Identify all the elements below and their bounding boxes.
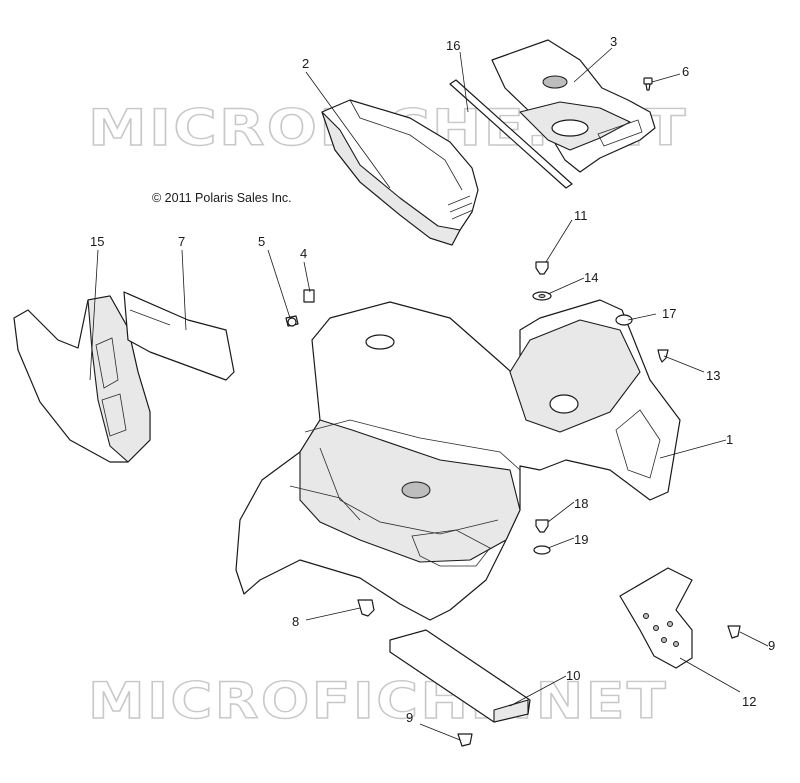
copyright-text: © 2011 Polaris Sales Inc. — [152, 191, 292, 205]
part-13-fastener — [657, 349, 669, 363]
part-11-push-rivet — [535, 261, 549, 275]
callout-14: 14 — [584, 270, 598, 285]
part-10-bracket — [389, 629, 531, 723]
part-14-washer — [532, 291, 552, 301]
callout-16: 16 — [446, 38, 460, 53]
callout-13: 13 — [706, 368, 720, 383]
callout-12: 12 — [742, 694, 756, 709]
callout-3: 3 — [610, 34, 617, 49]
part-9-screw-bottom — [457, 733, 473, 747]
leader-lines — [89, 47, 769, 741]
part-2-cover-panel — [321, 99, 479, 246]
part-16-strip — [449, 79, 573, 189]
watermark-bottom: MICROFICHE.NET — [88, 672, 668, 730]
callout-17: 17 — [662, 306, 676, 321]
part-8-fastener — [357, 599, 375, 617]
callouts: 1 2 3 4 5 6 7 8 9 9 10 11 12 13 14 15 16… — [90, 34, 775, 725]
part-18-push-rivet — [535, 519, 549, 533]
part-17-plug — [615, 314, 633, 326]
callout-4: 4 — [300, 246, 307, 261]
callout-5: 5 — [258, 234, 265, 249]
part-9-screw-right — [727, 625, 741, 639]
part-19-washer — [533, 545, 551, 555]
callout-2: 2 — [302, 56, 309, 71]
callout-9-bottom: 9 — [406, 710, 413, 725]
part-3-storage-tray — [491, 39, 656, 173]
callout-10: 10 — [566, 668, 580, 683]
part-5-fastener — [285, 315, 299, 327]
callout-1: 1 — [726, 432, 733, 447]
part-7-sheet — [123, 291, 235, 381]
part-4-clip — [303, 289, 315, 303]
part-15-side-panel — [13, 295, 151, 463]
callout-15: 15 — [90, 234, 104, 249]
part-6-screw — [643, 77, 653, 91]
callout-18: 18 — [574, 496, 588, 511]
part-1-front-body — [235, 299, 681, 621]
callout-8: 8 — [292, 614, 299, 629]
callout-7: 7 — [178, 234, 185, 249]
callout-11: 11 — [574, 208, 588, 223]
callout-6: 6 — [682, 64, 689, 79]
callout-9-right: 9 — [768, 638, 775, 653]
part-12-shield — [619, 567, 693, 669]
callout-19: 19 — [574, 532, 588, 547]
